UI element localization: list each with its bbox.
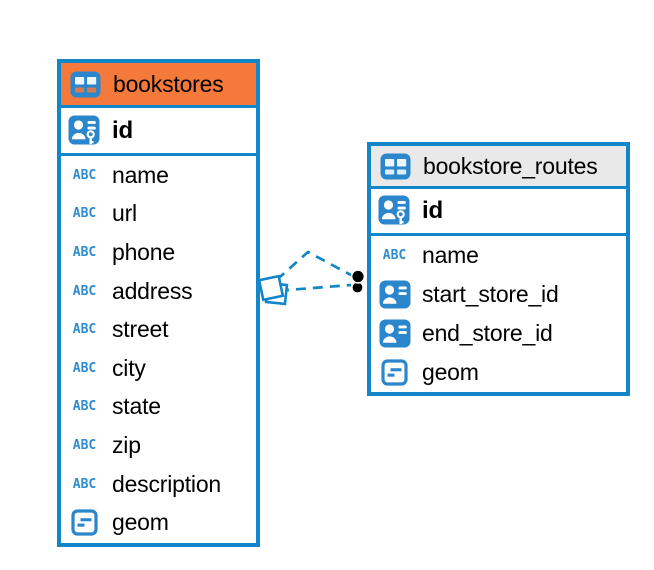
column-name: phone [112,238,175,265]
column-row[interactable]: ABC state [61,388,256,427]
one-end-dot-icon [350,269,366,294]
column-row[interactable]: ABC phone [61,233,256,272]
column-name: city [112,354,146,381]
string-type-icon: ABC [72,360,97,376]
column-row[interactable]: start_store_id [371,275,626,314]
column-row[interactable]: ABC street [61,310,256,349]
column-name: geom [112,509,169,536]
string-type-icon: ABC [382,248,407,263]
column-row[interactable]: ABC zip [61,426,256,465]
column-list: ABC name ABC url ABC phone ABC address A… [61,156,256,542]
primary-key-icon [68,115,101,147]
column-name: address [112,277,193,304]
string-type-icon: ABC [72,206,97,222]
column-row[interactable]: ABC description [61,465,256,504]
column-name: end_store_id [422,320,553,346]
column-row[interactable]: ABC url [61,195,256,234]
string-type-icon: ABC [72,167,97,183]
column-name: name [422,242,479,268]
column-row[interactable]: end_store_id [371,314,626,353]
column-name: start_store_id [422,281,559,307]
geometry-type-icon [68,509,101,536]
column-row[interactable]: ABC city [61,349,256,388]
entity-title: bookstore_routes [423,152,598,179]
column-name: url [112,200,137,227]
column-row[interactable]: geom [61,503,256,542]
entity-bookstore-routes[interactable]: bookstore_routes id ABC name [367,142,630,396]
string-type-icon: ABC [72,476,97,492]
column-name: id [112,116,133,144]
column-row-id[interactable]: id [61,108,256,156]
column-row[interactable]: ABC name [61,156,256,195]
entity-title: bookstores [113,70,224,97]
column-name: zip [112,431,141,458]
column-row[interactable]: geom [371,353,626,392]
string-type-icon: ABC [72,437,97,453]
relationship-line[interactable] [261,283,352,294]
column-name: street [112,316,169,343]
entity-header-bookstore-routes[interactable]: bookstore_routes [371,146,626,189]
relationship-line[interactable] [261,250,352,290]
entity-header-bookstores[interactable]: bookstores [61,63,256,108]
reference-type-icon [378,319,411,348]
column-name: geom [422,359,479,385]
string-type-icon: ABC [72,244,97,260]
column-list: ABC name start_store_id [371,236,626,392]
reference-type-icon [378,280,411,309]
string-type-icon: ABC [72,283,97,299]
string-type-icon: ABC [72,399,97,415]
column-row[interactable]: ABC address [61,272,256,311]
entity-bookstores[interactable]: bookstores id ABC name [57,59,260,547]
table-icon [379,153,412,180]
column-row[interactable]: ABC name [371,236,626,275]
table-icon [69,71,102,98]
primary-key-icon [378,195,411,227]
column-name: state [112,393,161,420]
many-end-diamond-icon [257,274,289,306]
column-name: id [422,197,443,224]
column-name: description [112,470,222,497]
geometry-type-icon [378,359,411,386]
string-type-icon: ABC [72,322,97,338]
column-name: name [112,161,169,188]
column-row-id[interactable]: id [371,189,626,236]
